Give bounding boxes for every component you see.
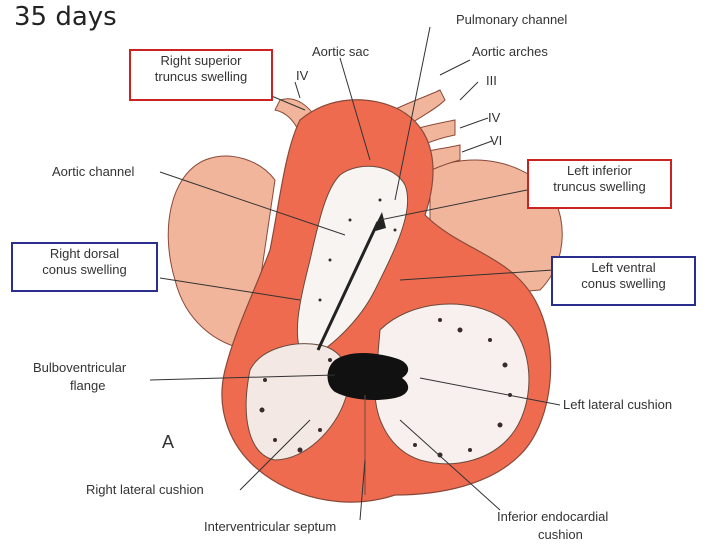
- pulmonary-channel-label: Pulmonary channel: [456, 12, 567, 27]
- right-superior-truncus-box: Right superior truncus swelling: [129, 49, 273, 101]
- arch-iv-label: IV: [488, 110, 500, 125]
- right-dorsal-line1: Right dorsal: [19, 246, 150, 262]
- right-superior-line2: truncus swelling: [137, 69, 265, 85]
- right-lateral-cushion-label: Right lateral cushion: [86, 482, 204, 497]
- endocardial-cushion: [328, 353, 409, 400]
- inferior-endocardial-label-1: Inferior endocardial: [497, 509, 608, 524]
- right-dorsal-conus-box: Right dorsal conus swelling: [11, 242, 158, 292]
- left-ventral-line2: conus swelling: [559, 276, 688, 292]
- left-lateral-cushion-label: Left lateral cushion: [563, 397, 672, 412]
- left-ventral-line1: Left ventral: [559, 260, 688, 276]
- arch-iii-label: III: [486, 73, 497, 88]
- right-superior-line1: Right superior: [137, 53, 265, 69]
- left-ventral-conus-box: Left ventral conus swelling: [551, 256, 696, 306]
- interventricular-septum-label: Interventricular septum: [204, 519, 336, 534]
- right-dorsal-line2: conus swelling: [19, 262, 150, 278]
- aortic-channel-label: Aortic channel: [52, 164, 134, 179]
- left-inferior-truncus-box: Left inferior truncus swelling: [527, 159, 672, 209]
- arch-iv-left-label: IV: [296, 68, 308, 83]
- aortic-arches-label: Aortic arches: [472, 44, 548, 59]
- bulboventricular-label-1: Bulboventricular: [33, 360, 126, 375]
- inferior-endocardial-label-2: cushion: [538, 527, 583, 542]
- panel-letter: A: [162, 432, 174, 452]
- page-title: 35 days: [14, 2, 117, 32]
- aortic-sac-label: Aortic sac: [312, 44, 369, 59]
- left-inferior-line2: truncus swelling: [535, 179, 664, 195]
- arch-vi-label: VI: [490, 133, 502, 148]
- bulboventricular-label-2: flange: [70, 378, 105, 393]
- left-inferior-line1: Left inferior: [535, 163, 664, 179]
